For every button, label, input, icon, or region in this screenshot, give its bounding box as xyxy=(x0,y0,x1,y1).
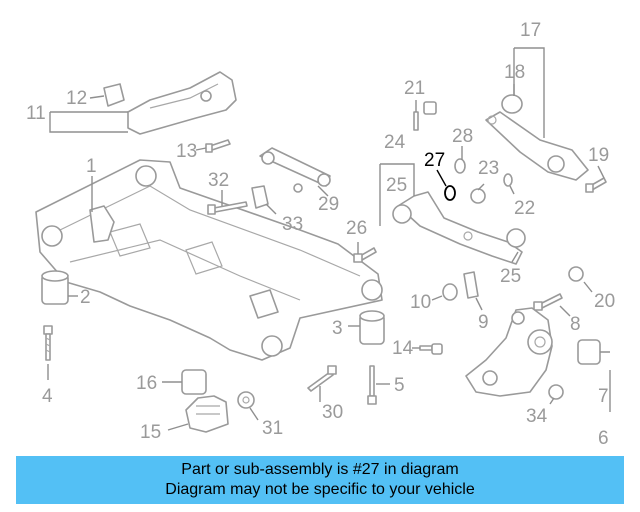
callout-32: 32 xyxy=(208,170,229,191)
leader-29 xyxy=(317,185,329,197)
callout-10: 10 xyxy=(410,292,431,313)
mount-15 xyxy=(185,395,229,433)
nut-23 xyxy=(470,188,486,204)
callout-21: 21 xyxy=(404,78,425,99)
callout-16: 16 xyxy=(136,373,157,394)
leader-10 xyxy=(431,295,443,301)
leader-24 xyxy=(379,163,415,226)
leader-34 xyxy=(549,397,555,405)
lower-control-arm-right xyxy=(485,94,589,181)
bolt-5 xyxy=(367,365,377,405)
mount-16 xyxy=(181,369,207,395)
callout-34: 34 xyxy=(526,406,548,427)
nut-20 xyxy=(568,266,584,282)
bolt-14 xyxy=(419,343,443,355)
leader-33 xyxy=(265,203,277,215)
callout-23: 23 xyxy=(478,158,499,179)
bolt-30 xyxy=(307,365,337,392)
callout-30: 30 xyxy=(322,402,343,423)
o-ring-27 xyxy=(444,185,456,201)
callout-6: 6 xyxy=(598,428,609,449)
upper-arm-24 xyxy=(392,191,526,265)
bolt-13 xyxy=(205,139,231,153)
upper-control-arm-left xyxy=(103,71,237,135)
nut-31 xyxy=(237,391,255,409)
bolt-19 xyxy=(585,177,607,193)
callout-15: 15 xyxy=(140,422,161,443)
callout-9: 9 xyxy=(478,312,489,333)
leader-27 xyxy=(436,169,447,187)
callout-4: 4 xyxy=(42,386,53,407)
bolt-4 xyxy=(43,325,53,361)
callout-2: 2 xyxy=(80,287,91,308)
callout-25b: 25 xyxy=(500,266,521,287)
callout-13: 13 xyxy=(176,141,197,162)
leader-19 xyxy=(597,165,605,179)
leader-23 xyxy=(477,183,485,191)
bushing-3 xyxy=(359,310,385,345)
callout-14: 14 xyxy=(392,338,414,359)
callout-8: 8 xyxy=(570,314,581,335)
callout-31: 31 xyxy=(262,418,283,439)
bracket-33 xyxy=(251,185,269,209)
callout-7: 7 xyxy=(598,386,609,407)
callout-5: 5 xyxy=(394,375,405,396)
banner-line-1: Part or sub-assembly is #27 in diagram xyxy=(181,461,459,478)
leader-8 xyxy=(559,305,571,317)
callout-12: 12 xyxy=(66,88,87,109)
callout-22: 22 xyxy=(514,198,535,219)
leader-13 xyxy=(195,147,207,151)
callout-20: 20 xyxy=(594,291,615,312)
washer-28 xyxy=(454,158,466,174)
banner-line-2: Diagram may not be specific to your vehi… xyxy=(165,481,475,498)
callout-1: 1 xyxy=(86,156,97,177)
callout-28: 28 xyxy=(452,126,473,147)
callout-25a: 25 xyxy=(386,175,407,196)
parts-diagram: 1 2 3 4 5 6 7 8 9 10 11 12 13 14 15 16 1… xyxy=(26,20,615,449)
bolt-21 xyxy=(413,101,437,131)
leader-6-7 xyxy=(600,351,611,412)
callout-26: 26 xyxy=(346,218,367,239)
callout-33: 33 xyxy=(282,214,303,235)
callout-18: 18 xyxy=(504,62,525,83)
bracket-9 xyxy=(463,271,479,299)
callout-19: 19 xyxy=(588,145,609,166)
bushing-2 xyxy=(41,270,69,305)
nut-34 xyxy=(548,384,564,400)
callout-labels: 1 2 3 4 5 6 7 8 9 10 11 12 13 14 15 16 1… xyxy=(26,20,615,449)
leader-20 xyxy=(583,281,593,293)
callout-11: 11 xyxy=(26,103,46,124)
washer-22 xyxy=(503,173,513,187)
rear-subframe xyxy=(35,159,383,361)
callout-3: 3 xyxy=(332,318,343,339)
callout-24: 24 xyxy=(384,132,406,153)
leader-12 xyxy=(89,95,105,99)
knuckle-6 xyxy=(465,307,553,397)
link-arm-29 xyxy=(259,147,331,193)
bolt-8 xyxy=(533,293,563,311)
callout-29: 29 xyxy=(318,194,339,215)
bushing-7 xyxy=(577,339,601,365)
bolt-32 xyxy=(207,201,248,215)
info-banner: Part or sub-assembly is #27 in diagram D… xyxy=(16,456,624,504)
callout-17: 17 xyxy=(520,20,541,41)
leader-31 xyxy=(249,407,259,421)
leader-9 xyxy=(475,297,483,311)
callout-27[interactable]: 27 xyxy=(424,150,445,171)
nut-10 xyxy=(442,283,458,301)
leader-25b xyxy=(511,251,519,263)
leader-11 xyxy=(49,111,128,133)
leader-22 xyxy=(509,185,515,195)
leader-15 xyxy=(167,423,189,431)
